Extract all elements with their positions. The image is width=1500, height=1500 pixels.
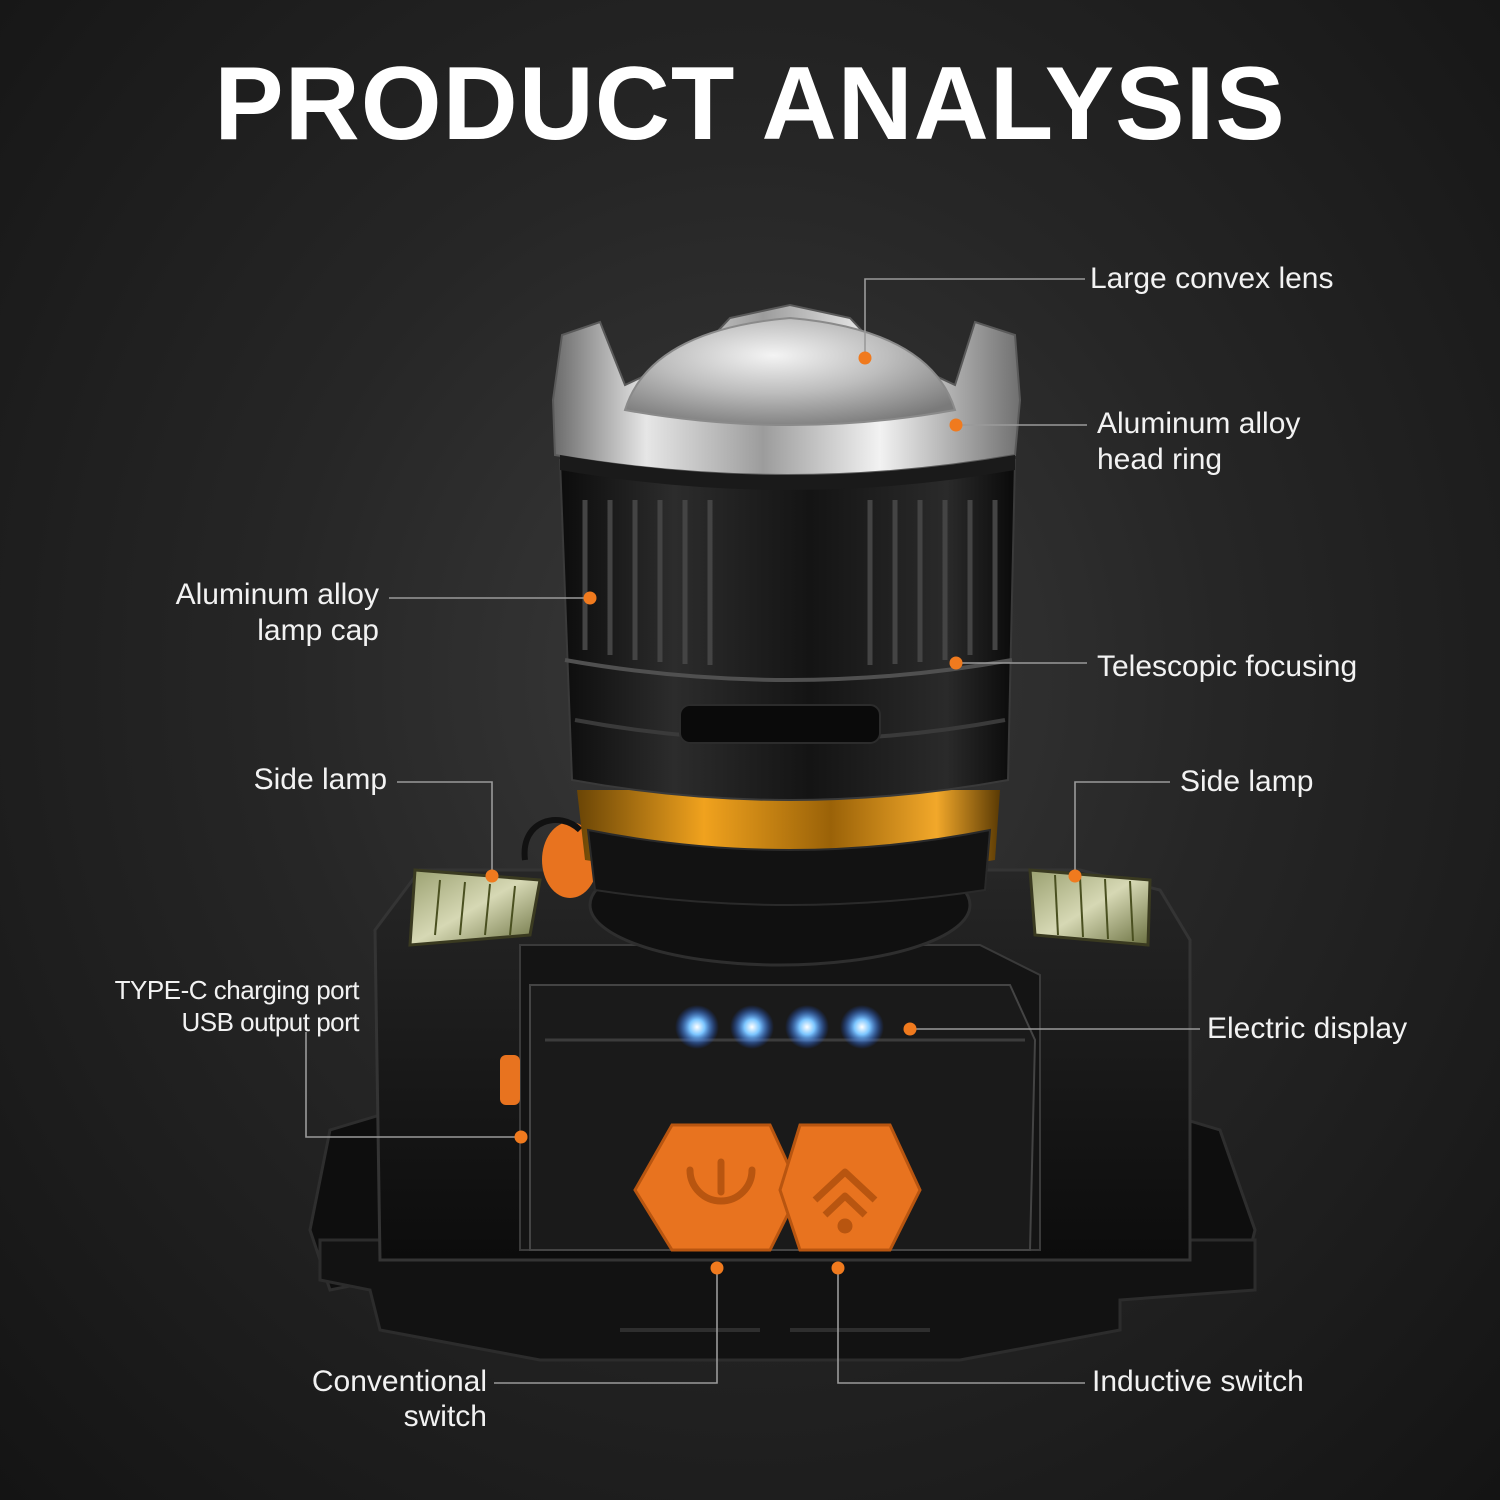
label-head-ring-line1: Aluminum alloy bbox=[1097, 407, 1301, 440]
callout-dots bbox=[485, 351, 1082, 1275]
label-usb-port: USB output port bbox=[181, 1007, 360, 1037]
label-telescopic-focusing: Telescopic focusing bbox=[1097, 650, 1358, 683]
label-head-ring-line2: head ring bbox=[1097, 443, 1223, 476]
label-large-convex-lens: Large convex lens bbox=[1090, 262, 1334, 295]
label-electric-display: Electric display bbox=[1207, 1012, 1408, 1045]
label-side-lamp-right: Side lamp bbox=[1180, 765, 1314, 798]
page-title: PRODUCT ANALYSIS bbox=[214, 46, 1286, 162]
side-lamp-right bbox=[1028, 868, 1152, 947]
label-lamp-cap-line2: lamp cap bbox=[257, 614, 379, 647]
usb-port-cover[interactable] bbox=[500, 1055, 520, 1105]
callout-leader-lines bbox=[305, 278, 1200, 1384]
label-inductive-switch: Inductive switch bbox=[1092, 1365, 1304, 1398]
electric-display-leds bbox=[675, 1005, 884, 1049]
base-plate bbox=[318, 1238, 1257, 1362]
lamp-cap-grip bbox=[582, 500, 998, 665]
mode-chevron-icon bbox=[812, 1168, 878, 1234]
label-type-c-port: TYPE-C charging port bbox=[114, 975, 360, 1005]
label-side-lamp-left: Side lamp bbox=[253, 763, 387, 796]
label-conventional-line1: Conventional bbox=[311, 1365, 487, 1398]
power-icon bbox=[686, 1158, 756, 1205]
side-lamp-left bbox=[408, 868, 542, 947]
label-lamp-cap-line1: Aluminum alloy bbox=[175, 578, 379, 611]
label-conventional-line2: switch bbox=[403, 1400, 487, 1433]
convex-lens bbox=[623, 316, 957, 426]
inductive-switch-button[interactable] bbox=[778, 1123, 922, 1252]
lamp-barrel bbox=[558, 459, 1017, 801]
